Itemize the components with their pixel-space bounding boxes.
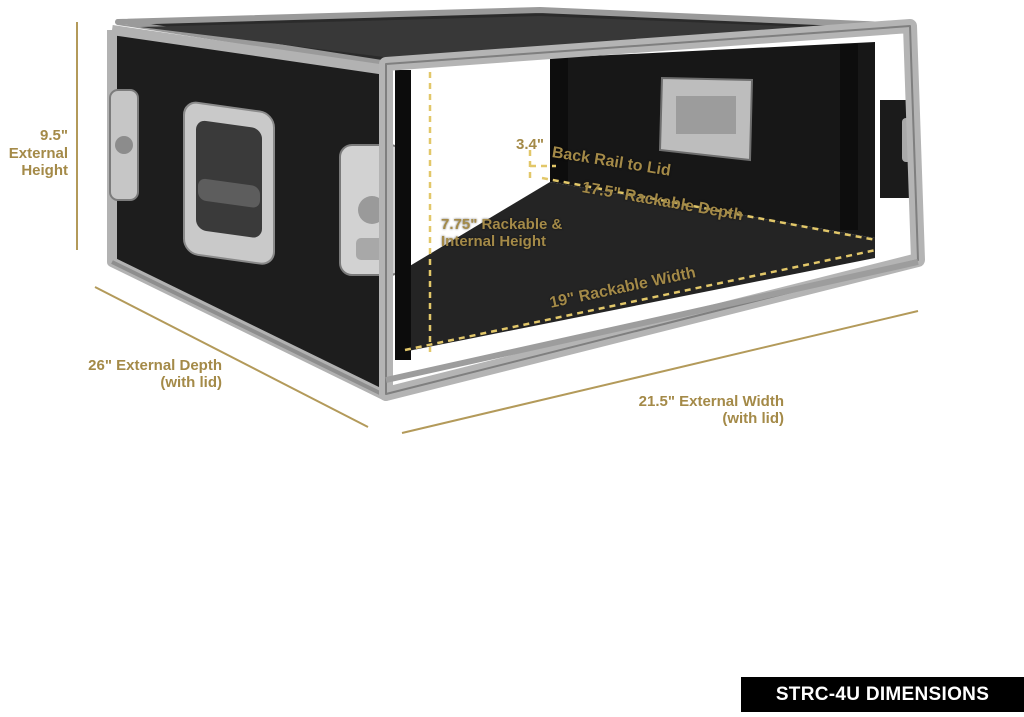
internal-height-label-1: 7.75" Rackable &	[441, 216, 563, 233]
external-width-line	[401, 310, 919, 434]
product-title-badge: STRC-4U DIMENSIONS	[741, 677, 1024, 712]
external-height-label-2: Height	[21, 162, 68, 179]
external-depth-label-1: 26" External Depth	[88, 357, 222, 374]
internal-height-label-2: Internal Height	[441, 233, 547, 250]
rackable-depth-dashed-line	[541, 176, 877, 242]
external-width-label-2: (with lid)	[722, 410, 784, 427]
side-handle	[183, 101, 275, 265]
back-butterfly-latch	[658, 76, 754, 162]
back-rail-value: 3.4"	[516, 136, 544, 153]
external-width-label-1: 21.5" External Width	[638, 393, 784, 410]
latch-left	[109, 89, 139, 201]
back-rack-rail-left	[550, 58, 568, 182]
front-rack-rail-left	[395, 70, 411, 360]
external-height-value: 9.5"	[40, 127, 68, 144]
back-rack-rail-right	[840, 44, 858, 230]
external-depth-label-2: (with lid)	[160, 374, 222, 391]
rackable-width-dashed-line	[404, 248, 877, 352]
case-floor	[403, 182, 875, 352]
external-depth-line	[94, 286, 369, 428]
external-height-label-1: External	[8, 145, 68, 162]
